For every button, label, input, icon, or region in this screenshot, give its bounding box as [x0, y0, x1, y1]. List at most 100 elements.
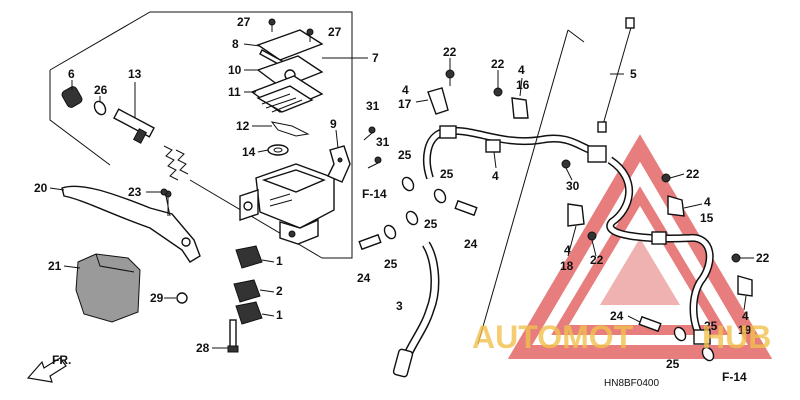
washer-25b	[433, 188, 447, 204]
reservoir-cap-group	[250, 29, 324, 113]
callout-1b: 1	[276, 308, 283, 322]
callout-4c: 4	[492, 169, 499, 183]
brake-pipe	[597, 17, 635, 133]
brake-lever	[61, 185, 201, 263]
front-arrow-icon	[26, 357, 67, 383]
clamp-18	[567, 203, 585, 227]
clamp-ear-hole	[243, 201, 253, 211]
float-clip	[270, 121, 310, 137]
washer-25e	[673, 326, 687, 342]
lever-pivot	[181, 237, 191, 247]
piston-cup	[132, 128, 148, 144]
washer-25f	[701, 346, 715, 362]
leader-14	[257, 149, 269, 153]
cap-screw-a	[268, 18, 276, 26]
clamp-19	[737, 275, 753, 297]
bolt-24a	[454, 199, 478, 217]
bracket-screw-hole	[337, 157, 343, 163]
bolt-22a	[445, 69, 455, 79]
switch-bolt-head	[227, 345, 239, 353]
lever-bolt-shaft	[165, 195, 171, 217]
callout-15: 15	[700, 211, 714, 225]
callout-f14-right: F-14	[722, 370, 747, 384]
callout-4e: 4	[564, 243, 571, 257]
snap-ring	[93, 100, 107, 116]
watermark-triangle-core	[600, 238, 680, 305]
callout-25b: 25	[440, 167, 454, 181]
lever-cover-edge	[95, 253, 135, 273]
callout-24c: 24	[610, 309, 624, 323]
lever-arm	[61, 185, 201, 263]
leader-4d	[683, 203, 703, 209]
pipe-5	[601, 23, 633, 129]
leader-1a	[261, 259, 275, 263]
clamp-16	[511, 97, 529, 119]
bolt-24b	[358, 233, 382, 251]
callout-28: 28	[196, 341, 210, 355]
leader-17	[415, 99, 429, 103]
leader-21	[63, 265, 81, 269]
leader-22d	[591, 239, 597, 257]
hose-right-core	[607, 157, 713, 342]
frame-line-left	[49, 70, 111, 166]
washer-25d	[383, 224, 397, 240]
callout-4b: 4	[518, 63, 525, 77]
outlet-port	[288, 230, 296, 238]
callout-labels: 27 27 8 7 10 11 6 13 26 12 9 14 31 31 20…	[34, 15, 770, 384]
boot-cover-hole	[273, 147, 283, 153]
callout-23: 23	[128, 185, 142, 199]
callout-13: 13	[128, 67, 142, 81]
callout-4f: 4	[742, 309, 749, 323]
bracket-plate	[327, 145, 351, 183]
leader-9	[335, 129, 339, 149]
callout-21: 21	[48, 259, 62, 273]
callout-18: 18	[560, 259, 574, 273]
switch-bolt	[227, 319, 239, 353]
watermark-text-part1: AUTOMOT	[472, 319, 634, 355]
callout-17: 17	[398, 97, 412, 111]
callout-7: 7	[372, 51, 379, 65]
switch-bolt-shaft	[229, 319, 237, 349]
callout-5: 5	[630, 67, 637, 81]
clamp-bolts	[445, 69, 741, 263]
master-cylinder-frame	[49, 11, 353, 259]
leader-30	[565, 167, 573, 181]
screw-31a-shaft	[363, 132, 373, 141]
front-arrow-label: FR.	[52, 353, 71, 367]
watermark-logo	[507, 134, 773, 359]
callout-11: 11	[228, 85, 241, 99]
callout-25d: 25	[384, 257, 398, 271]
callout-22c: 22	[686, 167, 700, 181]
callout-10: 10	[228, 63, 242, 77]
boot-cover	[267, 144, 289, 156]
hose-grommet-b	[485, 139, 501, 153]
bolt-24c	[638, 315, 662, 333]
banjo-hardware	[358, 176, 715, 362]
piston-spring	[163, 145, 179, 181]
hose-3-fitting	[392, 348, 414, 378]
hose-right-grommet	[651, 231, 667, 245]
callout-22a: 22	[443, 45, 457, 59]
leader-8	[243, 43, 261, 47]
front-stop-switch	[233, 279, 261, 303]
lever-bolt	[160, 188, 171, 217]
piston-spring-b	[175, 149, 189, 175]
callout-24b: 24	[357, 271, 371, 285]
leader-1b	[261, 313, 275, 317]
float-clip-group	[267, 121, 310, 156]
hose-right-fitting	[693, 329, 711, 345]
callout-25c: 25	[424, 217, 438, 231]
callout-14: 14	[242, 145, 256, 159]
pivot-nut	[176, 292, 188, 304]
callout-25f: 25	[666, 357, 680, 371]
callout-6: 6	[68, 67, 75, 81]
master-cylinder-body	[239, 163, 335, 245]
pipe-5-bottom-fitting	[597, 121, 607, 133]
callout-31b: 31	[376, 135, 390, 149]
callout-27a: 27	[237, 15, 251, 29]
callout-30: 30	[566, 179, 580, 193]
hose-3-core	[399, 242, 438, 370]
clamp-15	[667, 195, 685, 217]
callout-29: 29	[150, 291, 164, 305]
